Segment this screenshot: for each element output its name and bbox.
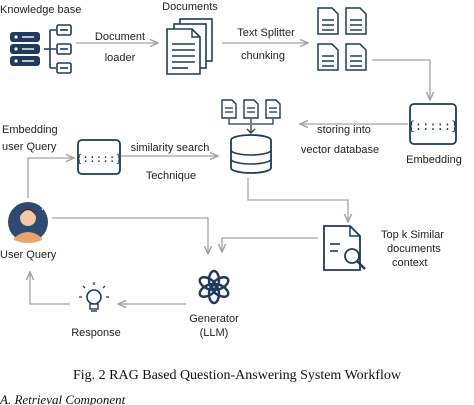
network-icon bbox=[44, 24, 72, 74]
storing-label-line1: storing into bbox=[317, 124, 371, 136]
text-splitter-label-line2: chunking bbox=[241, 50, 285, 62]
arrow-user-to-embedding-query bbox=[27, 158, 74, 198]
user-avatar-icon: ? bbox=[8, 202, 48, 243]
arrow-topk-to-generator bbox=[222, 237, 318, 252]
openai-logo-icon bbox=[198, 269, 230, 305]
embedding-label: Embedding bbox=[406, 154, 462, 166]
topk-label-line3: context bbox=[392, 257, 427, 269]
documents-label: Documents bbox=[162, 1, 218, 13]
section-heading: A. Retrieval Component bbox=[0, 392, 126, 405]
svg-text:?: ? bbox=[40, 202, 45, 213]
topk-label-line1: Top k Similar bbox=[381, 229, 444, 241]
similarity-label-line2: Technique bbox=[146, 170, 196, 182]
database-icon bbox=[10, 32, 40, 66]
arrow-response-to-user bbox=[30, 272, 70, 305]
embedding-query-label-line2: user Query bbox=[2, 141, 57, 153]
topk-label-line2: documents bbox=[387, 243, 441, 255]
split-chunks-icon bbox=[317, 7, 367, 71]
figure-caption: Fig. 2 RAG Based Question-Answering Syst… bbox=[73, 368, 402, 383]
vector-database-icon bbox=[221, 99, 281, 174]
embedding-icon: {:::::} bbox=[408, 103, 459, 145]
svg-text:{:::::}: {:::::} bbox=[408, 119, 459, 133]
generator-label-line1: Generator bbox=[189, 313, 239, 325]
response-label: Response bbox=[71, 327, 121, 339]
lightbulb-icon bbox=[79, 282, 109, 312]
documents-icon bbox=[166, 18, 213, 75]
arrow-chunks-to-embedding bbox=[372, 59, 430, 100]
text-splitter-label-line1: Text Splitter bbox=[237, 27, 295, 39]
arrow-vectordb-to-topk bbox=[247, 178, 348, 222]
storing-label-line2: vector database bbox=[301, 144, 379, 156]
embedding-query-label-line1: Embedding bbox=[2, 124, 58, 136]
arrow-user-to-generator bbox=[52, 217, 208, 254]
document-loader-label-line2: loader bbox=[105, 52, 136, 64]
knowledge-base-label: Knowledge base bbox=[0, 4, 81, 16]
svg-text:{:::::}: {:::::} bbox=[76, 152, 122, 165]
search-document-icon bbox=[323, 225, 366, 271]
document-loader-label-line1: Document bbox=[95, 31, 145, 43]
similarity-label-line1: similarity search bbox=[131, 142, 210, 154]
generator-label-line2: (LLM) bbox=[200, 327, 229, 339]
user-query-label: User Query bbox=[0, 249, 57, 261]
embedding-query-icon: {:::::} bbox=[76, 139, 122, 175]
connectors bbox=[28, 43, 430, 304]
